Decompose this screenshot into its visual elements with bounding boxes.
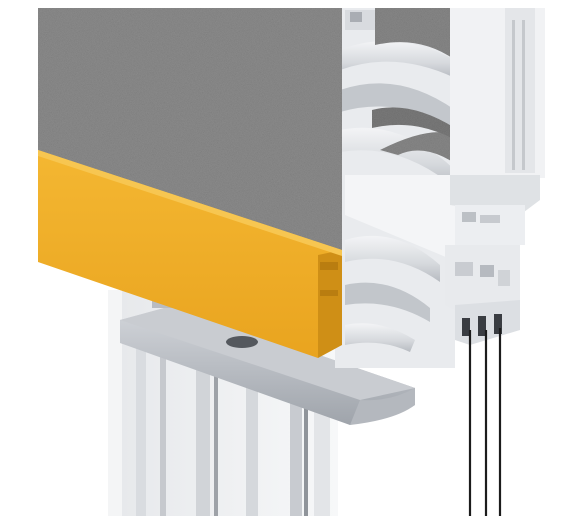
glazing-panes bbox=[468, 328, 502, 516]
yellow-trim-strip bbox=[38, 150, 342, 358]
textured-panel bbox=[38, 8, 342, 272]
pvc-window-profile bbox=[345, 8, 545, 345]
textured-roll bbox=[372, 8, 470, 175]
